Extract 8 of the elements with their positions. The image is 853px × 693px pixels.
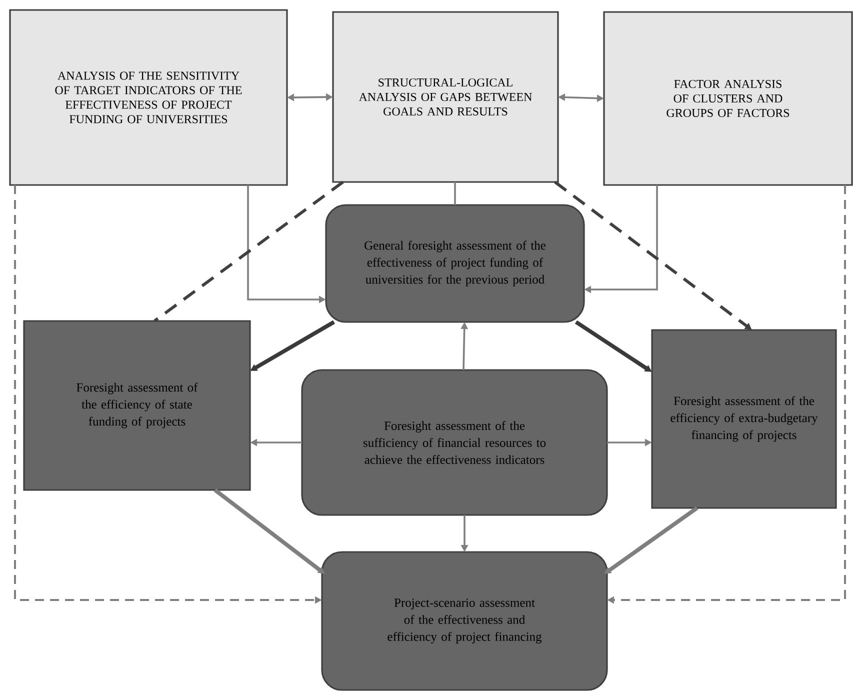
- assessment-box: Foresight assessment of the efficiency of state funding of projects: [23, 320, 251, 491]
- rounded-assessment-box: General foresight assessment of the effectiveness of project funding of universities for the previous period: [325, 204, 585, 323]
- analysis-box: STRUCTURAL-LOGICAL ANALYSIS OF GAPS BETWEEN GOALS AND RESULTS: [332, 11, 559, 183]
- analysis-box: FACTOR ANALYSIS OF CLUSTERS AND GROUPS OF FACTORS: [603, 11, 853, 186]
- analysis-box: ANALYSIS OF THE SENSITIVITY OF TARGET INDICATORS OF THE EFFECTIVENESS OF PROJECT FUNDING OF UNIVERSITIES: [9, 9, 288, 186]
- assessment-box: Foresight assessment of the efficiency of extra-budgetary financing of projects: [651, 329, 837, 509]
- rounded-assessment-box: Project-scenario assessment of the effectiveness and efficiency of project financing: [321, 551, 608, 691]
- rounded-assessment-box: Foresight assessment of the sufficiency of financial resources to achieve the effectiveness indicators: [301, 369, 608, 516]
